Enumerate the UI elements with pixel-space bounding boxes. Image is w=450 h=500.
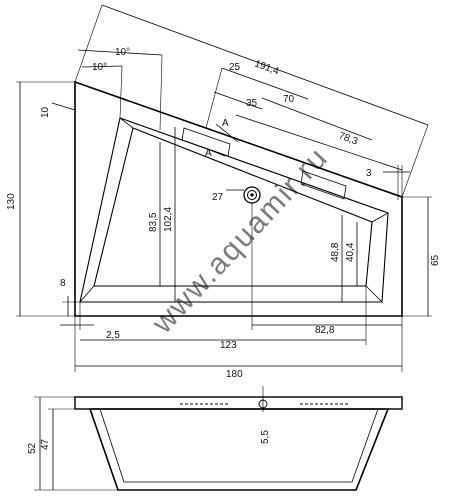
dim-65: 65: [430, 254, 441, 266]
tub-outer-outline: [74, 80, 403, 317]
basin-corner-line: [365, 285, 383, 303]
section-line: [215, 123, 239, 143]
dim-25: 25: [229, 62, 241, 73]
dim-180: 180: [226, 369, 243, 380]
overflow-icon: [258, 396, 268, 412]
dim-82-8: 82,8: [315, 325, 335, 336]
dim-123: 123: [220, 340, 237, 351]
tub-rim-side: [74, 396, 403, 410]
tub-body-side: [88, 408, 390, 491]
basin-corner-line: [79, 285, 95, 303]
dim-5-5: 5,5: [260, 430, 271, 444]
section-label-a: A: [222, 118, 229, 129]
dim-10-degrees: 10°: [115, 47, 130, 58]
dim-83-5: 83,5: [148, 212, 159, 232]
top-view: A A: [74, 80, 403, 317]
dim-102-4: 102,4: [163, 207, 174, 232]
dim-10: 10: [40, 106, 51, 118]
basin-corner-line: [119, 117, 134, 129]
dim-27: 27: [212, 192, 224, 203]
dim-2-5: 2,5: [106, 330, 120, 341]
tub-inner-side: [99, 408, 379, 483]
dimension-labels: 10° 10° 10 25 191,4 35 70 78,3 3 27 130 …: [6, 47, 441, 454]
dimension-lines: [16, 4, 432, 372]
dim-3: 3: [366, 168, 372, 179]
dim-40-4: 40,4: [345, 242, 356, 262]
headrest-right: [300, 170, 347, 200]
dim-78-3: 78,3: [337, 130, 359, 147]
dim-48-8: 48,8: [330, 242, 341, 262]
dim-47: 47: [40, 438, 51, 450]
section-label-a: A: [205, 148, 212, 159]
dim-35: 35: [246, 98, 258, 109]
section-line: [204, 147, 226, 157]
dim-10-degrees: 10°: [92, 62, 107, 73]
dim-130: 130: [6, 193, 17, 210]
dim-191-4: 191,4: [253, 58, 281, 77]
dim-52: 52: [27, 442, 38, 454]
basin-corner-line: [371, 212, 389, 223]
dim-70: 70: [283, 94, 295, 105]
side-view: [34, 386, 403, 491]
drain-icon: [243, 186, 261, 204]
dim-8: 8: [60, 278, 66, 289]
headrest-left: [181, 127, 231, 157]
